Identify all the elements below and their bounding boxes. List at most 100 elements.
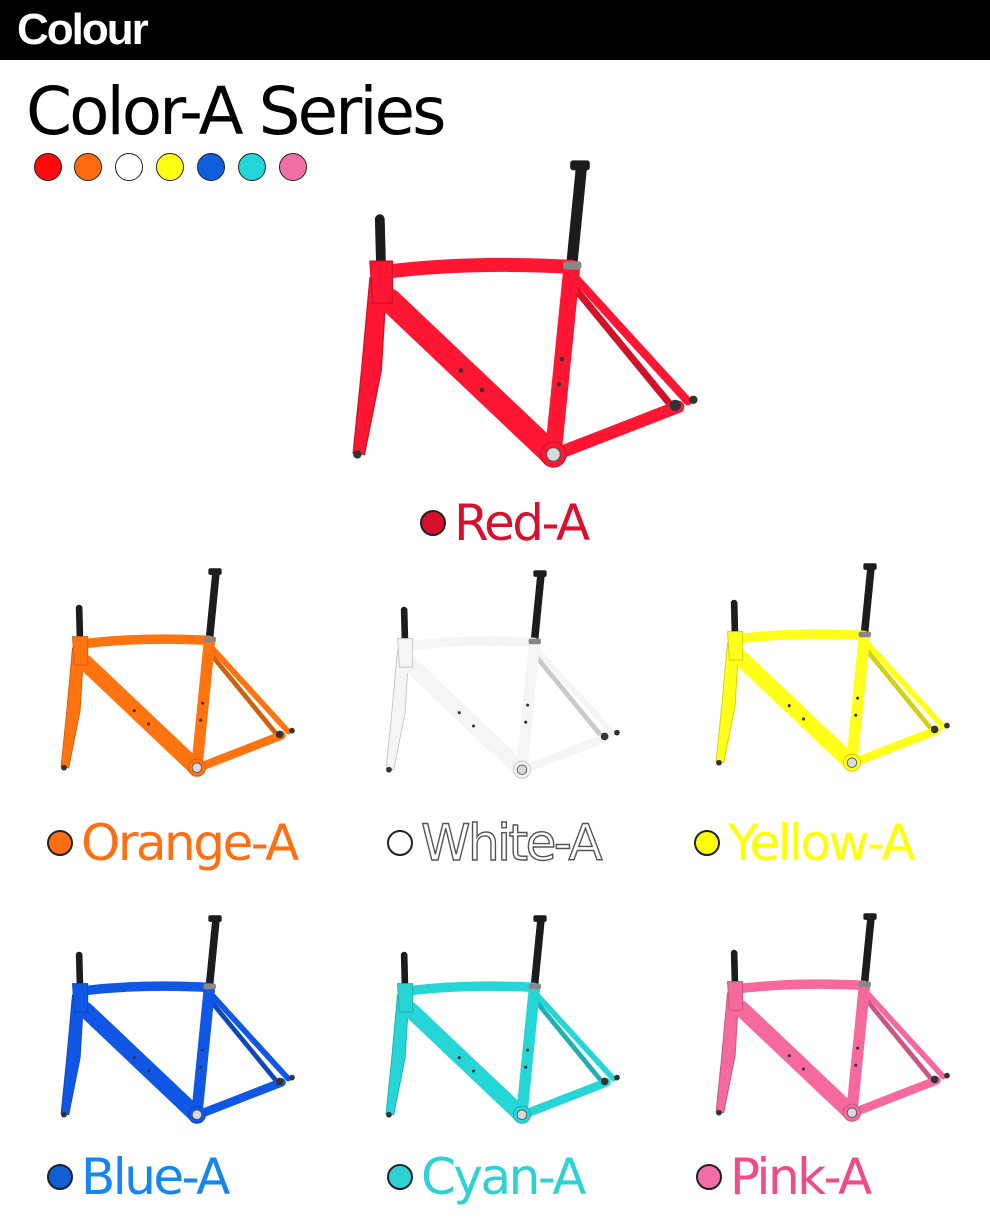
saddle-clamp (208, 915, 222, 922)
fork-dropout (353, 450, 362, 459)
swatch-red[interactable] (34, 153, 62, 181)
rear-dropout-right (289, 727, 295, 734)
seat-clamp (528, 638, 541, 645)
bottom-bracket-bearing (846, 757, 858, 768)
bike-frame-yellow-graphic (715, 563, 950, 772)
bottle-bolt (854, 1063, 858, 1067)
chainstay (545, 400, 685, 463)
seatstay-right (530, 649, 605, 739)
bottle-bolt (526, 703, 530, 707)
seatstay-left (532, 645, 616, 737)
top-tube (374, 257, 579, 280)
cyan-dot-icon (387, 1164, 413, 1190)
seat-clamp (858, 631, 871, 638)
rear-dropout-right (944, 1072, 950, 1079)
frame-image-orange (25, 568, 310, 785)
down-tube (377, 288, 562, 464)
seatpost (205, 569, 220, 645)
seat-clamp (563, 261, 582, 270)
seatstay-right (565, 277, 675, 409)
bottle-bolt (201, 701, 205, 705)
bottom-bracket-bearing (516, 1109, 528, 1120)
swatch-pink[interactable] (279, 153, 307, 181)
caption-white: White-A (387, 813, 603, 873)
seatstay-right (205, 994, 280, 1084)
frame-image-blue (25, 915, 310, 1132)
bottle-bolt (524, 1065, 528, 1069)
swatch-cyan[interactable] (238, 153, 266, 181)
head-tube (71, 636, 89, 666)
swatch-blue[interactable] (197, 153, 225, 181)
caption-red: Red-A (420, 493, 590, 553)
caption-pink: Pink-A (696, 1147, 872, 1207)
rear-dropout (930, 1075, 939, 1084)
frame-image-pink (680, 913, 965, 1130)
rear-dropout-right (289, 1074, 295, 1081)
caption-blue: Blue-A (47, 1147, 230, 1207)
swatch-yellow[interactable] (156, 153, 184, 181)
chainstay (516, 1078, 611, 1120)
pink-dot-icon (696, 1164, 722, 1190)
bottom-bracket-bearing (191, 1109, 203, 1120)
bottle-bolt (132, 1056, 136, 1060)
head-tube (726, 631, 744, 661)
seatstay-right (205, 647, 280, 737)
seatpost (205, 916, 220, 992)
swatch-white[interactable] (115, 153, 143, 181)
seatstay-left (862, 638, 946, 730)
bike-frame-pink-graphic (715, 913, 950, 1122)
chainstay (191, 731, 286, 773)
seatstay-left (207, 643, 291, 735)
rear-dropout (600, 732, 609, 741)
bottle-bolt (457, 1056, 461, 1060)
fork-dropout (716, 1109, 722, 1116)
header-title: Colour (17, 5, 149, 54)
bike-frame-white-graphic (385, 570, 620, 779)
down-tube (77, 655, 203, 774)
caption-pink-label: Pink-A (730, 1148, 872, 1206)
seatpost (530, 571, 545, 647)
frame-image-cyan (350, 915, 635, 1132)
head-tube (71, 983, 89, 1013)
down-tube (77, 1002, 203, 1121)
caption-orange: Orange-A (47, 813, 299, 873)
caption-yellow-label: Yellow-A (728, 814, 916, 872)
rear-dropout (600, 1077, 609, 1086)
saddle-clamp (570, 160, 590, 171)
fork-dropout (386, 766, 392, 773)
rear-dropout-right (944, 722, 950, 729)
frame-image-red (300, 160, 720, 480)
rear-dropout (275, 730, 284, 739)
bottle-bolt (526, 1048, 530, 1052)
top-tube (400, 636, 540, 651)
bottle-bolt (471, 724, 476, 728)
chainstay (516, 733, 611, 775)
bike-frame-blue-graphic (60, 915, 295, 1124)
saddle-clamp (863, 913, 877, 920)
rear-dropout (669, 399, 681, 411)
caption-red-label: Red-A (454, 494, 590, 552)
seatstay-right (860, 992, 935, 1082)
head-tube (396, 638, 414, 668)
bottle-bolt (787, 1054, 791, 1058)
bottle-bolt (457, 711, 461, 715)
rear-dropout-right (614, 1074, 620, 1081)
bottle-bolt (556, 382, 562, 387)
swatch-orange[interactable] (74, 153, 102, 181)
frame-image-yellow (680, 563, 965, 780)
caption-white-label: White-A (420, 813, 603, 872)
bottle-bolt (199, 718, 203, 722)
bottle-bolt (801, 1067, 806, 1071)
chainstay (846, 726, 941, 768)
head-tube (396, 983, 414, 1013)
seatstay-right (860, 642, 935, 732)
down-tube (402, 657, 528, 776)
bike-frame-orange-graphic (60, 568, 295, 777)
bottom-bracket-bearing (191, 762, 203, 773)
bottle-bolt (458, 368, 464, 373)
seatstay-right (530, 994, 605, 1084)
seatstay-left (568, 271, 692, 406)
yellow-dot-icon (694, 830, 720, 856)
bottle-bolt (471, 1069, 476, 1073)
bike-frame-cyan-graphic (385, 915, 620, 1124)
